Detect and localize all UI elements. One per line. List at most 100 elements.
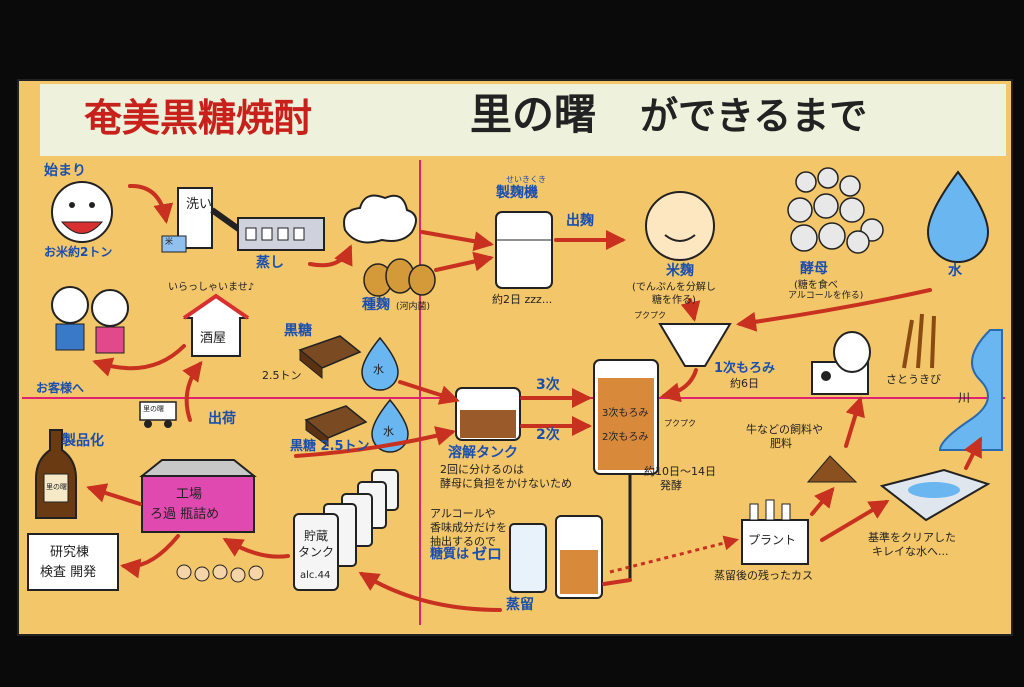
- arrow-plant-to-feed: [810, 486, 835, 516]
- storage-text2: タンク: [298, 545, 335, 559]
- label-water: 水: [948, 263, 962, 279]
- truck-icon: [139, 401, 177, 421]
- water-drop-top-icon: [361, 336, 399, 391]
- label-koji-out: 出麹: [566, 213, 594, 229]
- arrow-feed-to-cow: [844, 396, 865, 448]
- arrow-kokuto2-to-tank: [294, 426, 456, 458]
- label-rice-koji: 米麹: [666, 263, 694, 279]
- label-distill-note3: 抽出するので: [430, 535, 496, 548]
- title-part2: 里の曙: [470, 90, 597, 139]
- label-steam: 蒸し: [256, 255, 284, 271]
- arrow-ship-to-shop: [182, 360, 203, 422]
- arrow-to-koji-machine-1: [420, 230, 494, 252]
- arrow-residue-dotted: [609, 535, 739, 574]
- title-part1: 奄美黒糖焼酎: [84, 96, 313, 140]
- first-moromi-funnel-icon: [658, 323, 732, 367]
- label-kokuto-top: 黒糖: [284, 323, 312, 339]
- label-distill-note4a: 糖質は: [430, 547, 470, 562]
- arrow-shop-to-customers: [92, 344, 186, 377]
- arrow-start-to-wash: [128, 183, 174, 224]
- arrow-storage-to-factory: [222, 537, 290, 559]
- river-icon: [938, 329, 1003, 451]
- koji-machine-icon: [495, 211, 553, 289]
- research-building-icon: [27, 533, 119, 591]
- bubble2-text: プクプク: [664, 419, 696, 428]
- title-part3: ができるまで: [640, 94, 868, 138]
- title-banner: [40, 84, 1006, 156]
- label-ship: 出荷: [208, 411, 236, 427]
- feed-pile-icon: [806, 455, 858, 483]
- label-ferment: 発酵: [660, 479, 682, 492]
- storage-tanks-icon: [293, 469, 399, 591]
- truck-text: 里の曙: [143, 405, 164, 413]
- label-sugarcane: さとうきび: [886, 373, 941, 386]
- research-text2: 検査 開発: [40, 565, 97, 580]
- plant-icon: [741, 519, 809, 565]
- arrow-tank-to-distiller: [602, 578, 632, 586]
- arrow-steam-to-cloud: [308, 244, 353, 268]
- arrow-to-koji-machine-2: [434, 251, 494, 272]
- koji-seed-icon: [363, 258, 436, 297]
- label-yeast-desc2: アルコールを作る): [788, 291, 864, 301]
- label-dissolve-note1: 2回に分けるのは: [440, 463, 524, 476]
- arrow-yeast-to-funnel: [736, 288, 932, 332]
- label-clean-water1: 基準をクリアした: [868, 531, 956, 544]
- water-bottom-text: 水: [383, 425, 394, 438]
- arrow-factory-to-research: [120, 534, 180, 579]
- bottle-label-text: 里の曙: [46, 483, 67, 491]
- arrow-pool-to-river: [963, 436, 982, 470]
- label-dissolve-note2: 酵母に負担をかけないため: [440, 477, 572, 490]
- arrow-plant-to-pool: [820, 499, 890, 542]
- label-dissolve-tank: 溶解タンク: [448, 445, 518, 461]
- label-welcome: いらっしゃいませ♪: [168, 282, 255, 293]
- label-distill: 蒸留: [506, 597, 534, 613]
- label-product: 製品化: [62, 433, 104, 449]
- arrow-koji-to-funnel: [680, 298, 701, 322]
- moromi3-text: 3次もろみ: [602, 408, 649, 419]
- steamed-rice-icon: [343, 194, 417, 244]
- label-koji-time: 約2日 zzz...: [492, 293, 553, 306]
- label-amount-top: 2.5トン: [262, 369, 302, 382]
- bubble1-text: プクプク: [634, 311, 666, 320]
- label-distill-note4b: ゼロ: [472, 545, 503, 563]
- label-yeast-desc1: (糖を食べ: [794, 280, 838, 291]
- factory-text2: ろ過 瓶詰め: [150, 507, 220, 522]
- label-second-stage: 2次: [536, 427, 560, 443]
- label-rice: お米約2トン: [44, 245, 113, 259]
- label-koji-machine-reading: せいきくき: [506, 175, 546, 184]
- research-text1: 研究棟: [50, 545, 90, 560]
- label-first-time: 約6日: [730, 377, 759, 390]
- wash-text: 洗い: [186, 197, 213, 212]
- label-to-customers: お客様へ: [36, 381, 85, 395]
- arrow-distill-to-storage: [358, 571, 502, 612]
- label-third-stage: 3次: [536, 377, 560, 393]
- cow-icon: [811, 331, 871, 395]
- moromi2-text: 2次もろみ: [602, 432, 649, 443]
- rice-koji-icon: [645, 191, 715, 261]
- river-text: 川: [958, 391, 971, 405]
- sugarcane-icon: [902, 313, 936, 369]
- label-distill-note1: アルコールや: [430, 507, 496, 520]
- storage-abv-text: alc.44: [300, 570, 331, 581]
- label-feed1: 牛などの飼料や: [746, 423, 823, 436]
- label-start: 始まり: [44, 163, 86, 179]
- label-distill-note2: 香味成分だけを: [430, 521, 507, 534]
- label-ferment-time: 約10日～14日: [644, 465, 716, 478]
- label-rice-koji-desc2: 糖を作る): [652, 295, 696, 306]
- label-koji-seed: 種麹: [362, 297, 390, 313]
- process-arrows: [86, 183, 982, 612]
- distiller-icon: [509, 515, 603, 599]
- arrow-funnel-to-tank: [660, 368, 698, 403]
- kokuto-bottom-icon: [304, 405, 368, 447]
- arrow-kokuto-to-tank: [398, 380, 460, 405]
- label-koji-machine: 製麹機: [496, 185, 538, 201]
- washer-icon: [177, 187, 213, 249]
- rice-plate-text: 米: [165, 237, 173, 246]
- label-first-moromi: 1次もろみ: [714, 361, 776, 376]
- yeast-icon: [787, 167, 884, 254]
- storage-text1: 貯蔵: [304, 529, 329, 543]
- label-yeast: 酵母: [800, 261, 828, 277]
- sake-shop-text: 酒屋: [200, 331, 227, 346]
- label-kokuto-bottom: 黒糖 2.5トン: [290, 439, 370, 454]
